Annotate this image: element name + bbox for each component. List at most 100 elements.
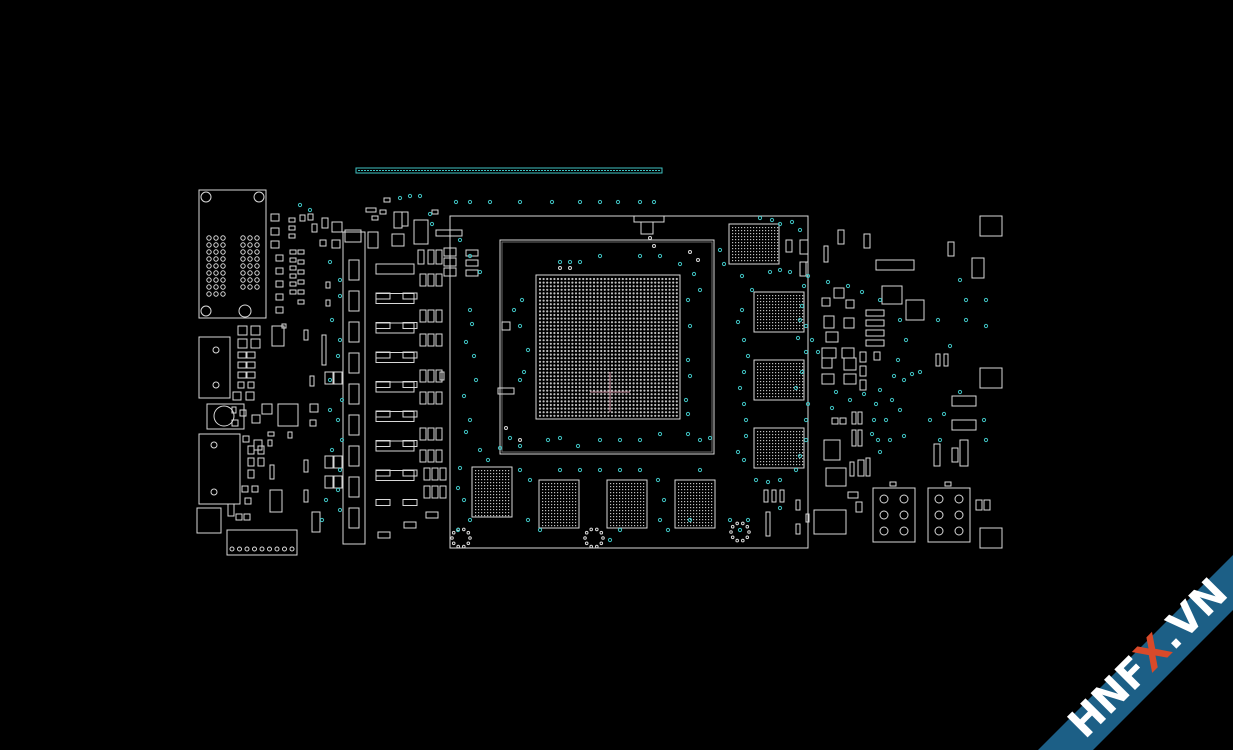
memory-ball bbox=[613, 522, 615, 524]
via bbox=[485, 457, 491, 463]
bga-ball bbox=[538, 403, 542, 407]
via bbox=[777, 267, 783, 273]
memory-ball bbox=[551, 516, 553, 518]
bga-ball bbox=[600, 339, 603, 342]
memory-ball bbox=[772, 384, 774, 386]
bga-ball bbox=[574, 375, 578, 378]
memory-ball bbox=[619, 483, 621, 485]
bga-ball bbox=[628, 303, 632, 306]
via bbox=[871, 417, 877, 423]
memory-ball bbox=[693, 492, 695, 494]
smd-component bbox=[289, 249, 297, 255]
via bbox=[799, 369, 805, 375]
bga-ball bbox=[646, 324, 650, 327]
memory-ball bbox=[625, 483, 627, 485]
bga-ball bbox=[538, 328, 542, 331]
memory-ball bbox=[802, 455, 804, 457]
bga-ball bbox=[646, 411, 650, 414]
memory-ball bbox=[781, 372, 783, 374]
memory-ball bbox=[802, 316, 804, 318]
bga-ball bbox=[657, 306, 660, 309]
bga-ball bbox=[600, 317, 603, 320]
bga-ball bbox=[650, 342, 653, 345]
smd-component bbox=[435, 427, 443, 441]
memory-ball bbox=[637, 507, 639, 509]
bga-ball bbox=[585, 393, 588, 396]
bga-ball bbox=[542, 357, 545, 360]
memory-ball bbox=[572, 501, 574, 503]
bga-ball bbox=[654, 357, 657, 360]
bga-ball bbox=[661, 328, 664, 331]
bga-ball bbox=[628, 306, 632, 309]
memory-ball bbox=[475, 491, 477, 493]
bga-ball bbox=[643, 313, 646, 317]
bga-ball bbox=[636, 346, 639, 349]
bga-ball bbox=[643, 360, 646, 363]
via-ring bbox=[583, 536, 587, 540]
memory-ball bbox=[766, 387, 768, 389]
bga-ball bbox=[538, 321, 542, 324]
memory-ball bbox=[681, 510, 683, 512]
memory-ball bbox=[563, 489, 565, 491]
memory-ball bbox=[693, 516, 695, 518]
bga-ball bbox=[607, 349, 610, 353]
memory-ball bbox=[478, 512, 480, 514]
bga-ball bbox=[636, 285, 639, 288]
memory-ball bbox=[769, 396, 771, 398]
via bbox=[617, 527, 623, 533]
memory-ball bbox=[699, 489, 701, 491]
bga-ball bbox=[632, 295, 635, 299]
memory-ball bbox=[637, 489, 639, 491]
memory-ball bbox=[772, 298, 774, 300]
smd-component bbox=[419, 449, 427, 463]
via bbox=[497, 445, 503, 451]
bga-ball bbox=[618, 414, 621, 417]
bga-ball bbox=[592, 295, 596, 299]
memory-ball bbox=[784, 319, 786, 321]
bga-ball bbox=[542, 360, 545, 363]
bga-ball bbox=[585, 346, 588, 349]
bga-ball bbox=[614, 375, 617, 378]
memory-ball bbox=[687, 498, 689, 500]
bga-ball bbox=[564, 414, 567, 417]
bga-ball bbox=[661, 299, 664, 302]
vias bbox=[297, 193, 989, 543]
memory-ball bbox=[619, 495, 621, 497]
bga-ball bbox=[650, 353, 653, 356]
bga-ball bbox=[668, 313, 671, 317]
bga-ball bbox=[564, 403, 567, 407]
memory-ball bbox=[687, 516, 689, 518]
via bbox=[685, 431, 691, 437]
bga-ball bbox=[596, 281, 599, 284]
memory-ball bbox=[769, 295, 771, 297]
via bbox=[511, 307, 517, 313]
smd-component bbox=[311, 223, 318, 233]
bga-ball bbox=[675, 382, 678, 385]
memory-ball bbox=[643, 489, 645, 491]
memory-ball bbox=[796, 372, 798, 374]
memory-ball bbox=[747, 230, 749, 232]
bga-ball bbox=[546, 288, 549, 291]
memory-ball bbox=[771, 260, 773, 262]
memory-ball bbox=[774, 236, 776, 238]
bga-ball bbox=[564, 378, 567, 381]
memory-ball bbox=[747, 254, 749, 256]
memory-ball bbox=[643, 501, 645, 503]
bga-ball bbox=[621, 313, 624, 317]
smd-component bbox=[247, 457, 255, 467]
memory-ball bbox=[750, 230, 752, 232]
memory-ball bbox=[613, 516, 615, 518]
bga-ball bbox=[654, 349, 657, 353]
memory-ball bbox=[566, 522, 568, 524]
via bbox=[727, 517, 733, 523]
memory-ball bbox=[768, 248, 770, 250]
smd-component bbox=[427, 391, 435, 405]
bga-ball bbox=[596, 306, 599, 309]
bga-ball bbox=[654, 299, 657, 302]
memory-ball bbox=[772, 381, 774, 383]
memory-ball bbox=[744, 260, 746, 262]
memory-ball bbox=[548, 486, 550, 488]
memory-ball bbox=[634, 483, 636, 485]
bga-ball bbox=[556, 346, 560, 349]
